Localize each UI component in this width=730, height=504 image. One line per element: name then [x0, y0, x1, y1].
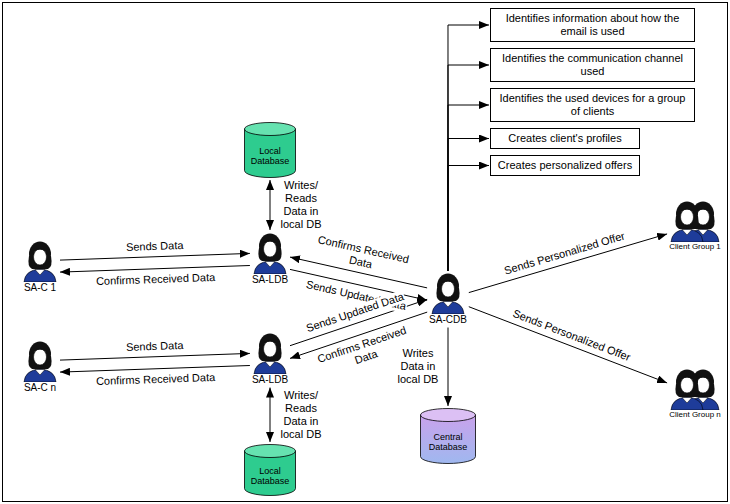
edge-label: Confirms Received Data [95, 271, 217, 288]
connector [448, 65, 489, 271]
connector [448, 139, 489, 272]
edge-label: Writes Data in local DB [392, 347, 444, 386]
process-box: Creates personalized offers [490, 155, 640, 176]
person-icon [430, 272, 466, 314]
group-icon [669, 200, 721, 242]
database-label: Local Database [244, 146, 296, 166]
agent-label: Client Group n [669, 410, 721, 419]
frame-border [3, 3, 728, 502]
edge-label: Sends Data [125, 239, 185, 254]
edge-label: Confirms Received Data [95, 371, 217, 388]
connector [60, 366, 250, 373]
process-box: Identifies information about how the ema… [490, 8, 695, 42]
edge-label: Sends Personalized Offer [502, 229, 628, 278]
edge-label: Writes/ Reads Data in local DB [274, 179, 328, 231]
person-icon [252, 332, 288, 374]
connector [448, 25, 489, 271]
agent-figure: SA-C n [22, 340, 58, 394]
agent-label: Client Group 1 [669, 242, 721, 251]
agent-figure: SA-C 1 [22, 240, 58, 294]
edge-label: Sends Personalized Offer [510, 306, 633, 364]
connector [469, 307, 667, 383]
box-text: Creates personalized offers [497, 159, 633, 172]
connector [448, 105, 489, 271]
agent-figure: SA-LDB [252, 232, 288, 286]
connector [60, 266, 250, 273]
agent-label: SA-CDB [429, 314, 467, 326]
edge-label: Writes/ Reads Data in local DB [274, 389, 328, 441]
database-cylinder: Local Database [244, 444, 296, 496]
database-cylinder: Central Database [420, 408, 476, 464]
connector [448, 328, 449, 407]
client-group: Client Group n [669, 368, 721, 419]
connector [270, 388, 271, 443]
agent-figure: SA-LDB [252, 332, 288, 386]
connector [60, 253, 250, 260]
process-box: Identifies the communication channel use… [490, 48, 695, 82]
client-group: Client Group 1 [669, 200, 721, 251]
agent-figure: SA-CDB [429, 272, 467, 326]
box-text: Creates client's profiles [497, 132, 633, 145]
database-cylinder: Local Database [244, 122, 296, 178]
agent-label: SA-LDB [252, 274, 288, 286]
database-label: Local Database [244, 466, 296, 486]
person-icon [22, 340, 58, 382]
process-box: Creates client's profiles [490, 128, 640, 149]
person-icon [252, 232, 288, 274]
agent-label: SA-LDB [252, 374, 288, 386]
connector [448, 166, 489, 272]
agent-label: SA-C n [22, 382, 58, 394]
database-label: Central Database [420, 432, 476, 452]
group-icon [669, 368, 721, 410]
connector [270, 180, 271, 230]
process-box: Identifies the used devices for a group … [490, 88, 695, 122]
edge-label: Sends Data [125, 339, 185, 354]
box-text: Identifies the communication channel use… [497, 52, 688, 78]
person-icon [22, 240, 58, 282]
box-text: Identifies information about how the ema… [497, 12, 688, 38]
box-text: Identifies the used devices for a group … [497, 92, 688, 118]
connector [60, 353, 250, 360]
agent-label: SA-C 1 [22, 282, 58, 294]
connector [469, 234, 667, 293]
